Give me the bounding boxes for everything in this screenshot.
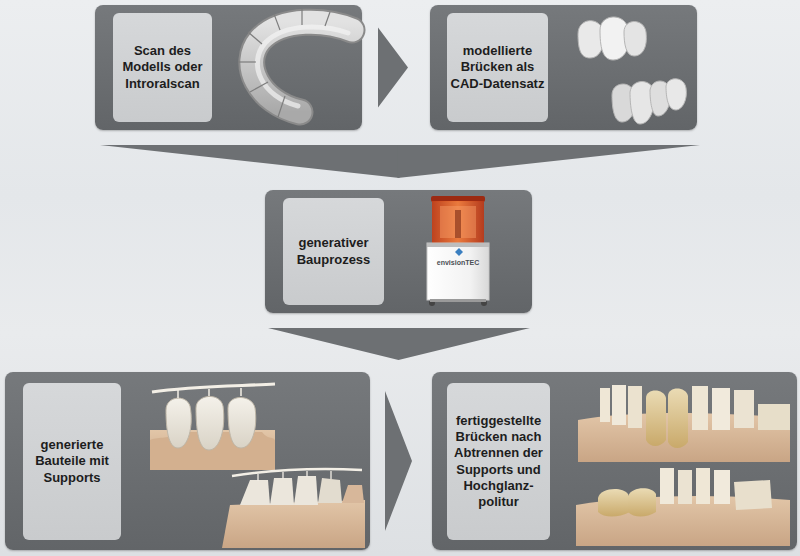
process-box: generativer Bauprozess xyxy=(265,190,532,313)
step-label: generativer Bauprozess xyxy=(283,198,384,305)
cad-bridge xyxy=(578,17,686,124)
step-label: Scan des Modells oder Introralscan xyxy=(113,13,212,122)
flow-arrow xyxy=(370,391,432,531)
printer-illustration xyxy=(427,196,489,306)
step-label: generierte Bauteile mit Supports xyxy=(23,383,121,540)
flow-arrow xyxy=(398,130,701,190)
step-label: modellierte Brücken als CAD-Datensatz xyxy=(447,13,548,122)
finished-bridge xyxy=(578,385,790,462)
scan-arch xyxy=(238,9,352,117)
process-box: modellierte Brücken als CAD-Datensatz xyxy=(430,5,697,130)
flow-arrow xyxy=(362,28,430,108)
process-box: Scan des Modells oder Introralscan xyxy=(95,5,362,130)
step-label: fertiggestellte Brücken nach Abtrennen d… xyxy=(447,383,550,540)
printed-parts xyxy=(222,469,365,548)
process-box: fertiggestellte Brücken nach Abtrennen d… xyxy=(432,372,797,550)
flow-arrow xyxy=(100,130,400,190)
printed-parts xyxy=(150,384,275,470)
flow-arrow xyxy=(268,313,530,372)
process-box: generierte Bauteile mit Supports xyxy=(5,372,370,550)
finished-bridge xyxy=(576,468,790,546)
